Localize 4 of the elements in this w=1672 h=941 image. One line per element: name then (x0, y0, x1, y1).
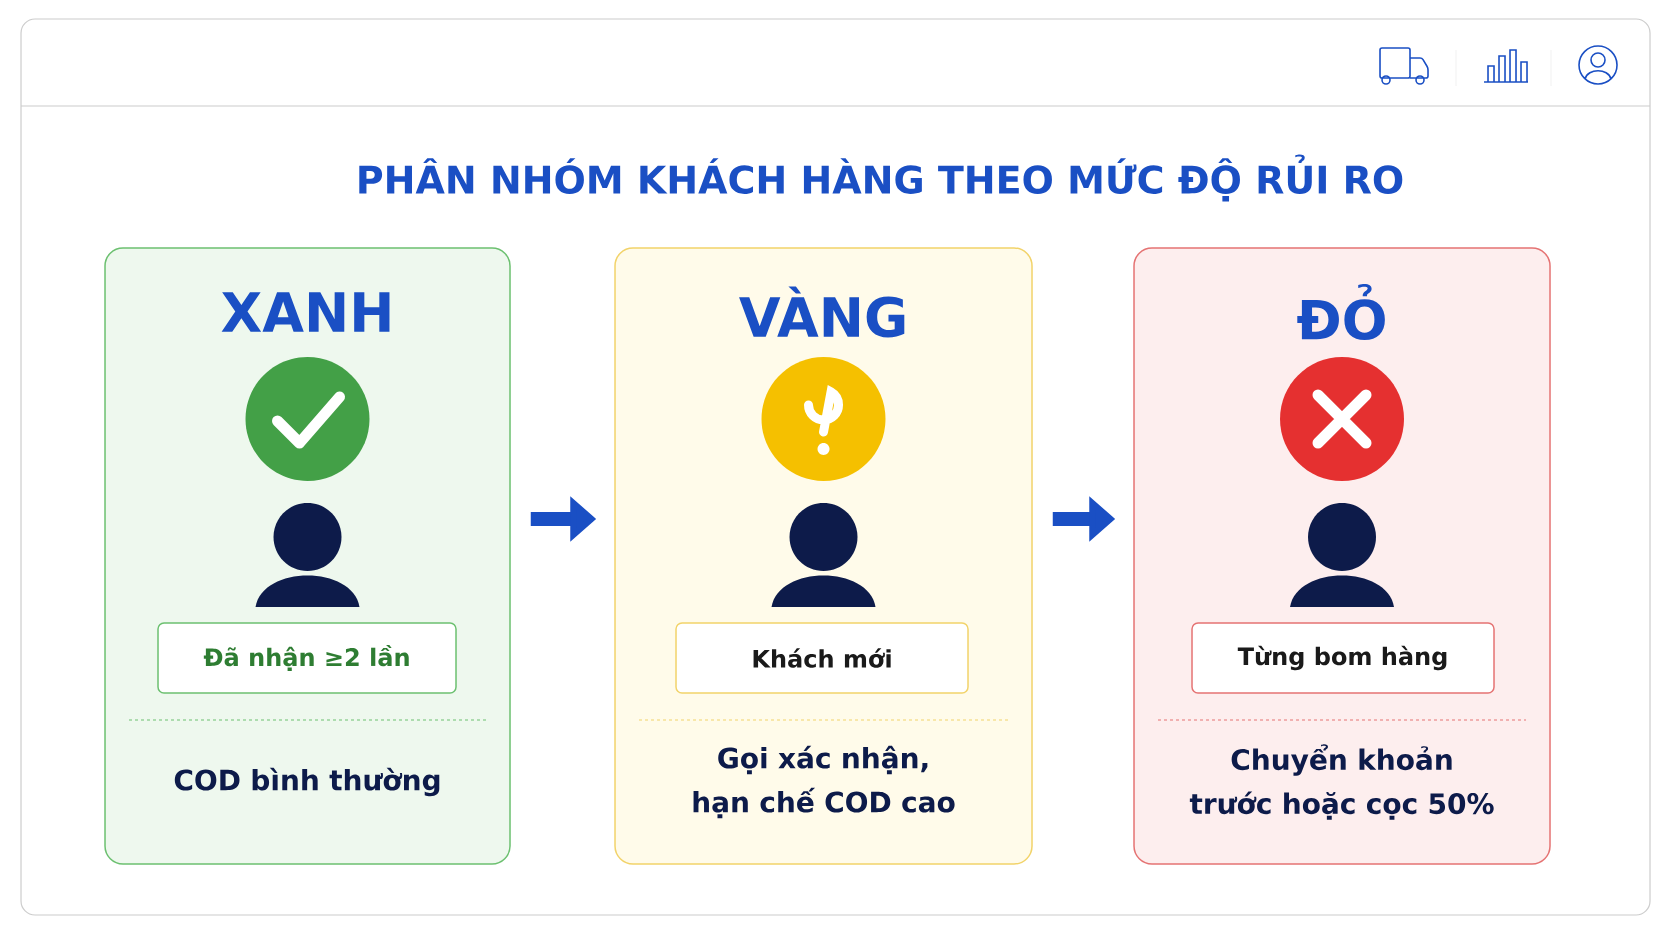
title: PHÂN NHÓM KHÁCH HÀNG THEO MỨC ĐỘ RỦI RO (359, 154, 1403, 202)
tag-box: Khách mới (675, 622, 969, 694)
tag-box: Đã nhận ≥2 lần (157, 622, 457, 694)
tag-box: Từng bom hàng (1191, 622, 1495, 694)
